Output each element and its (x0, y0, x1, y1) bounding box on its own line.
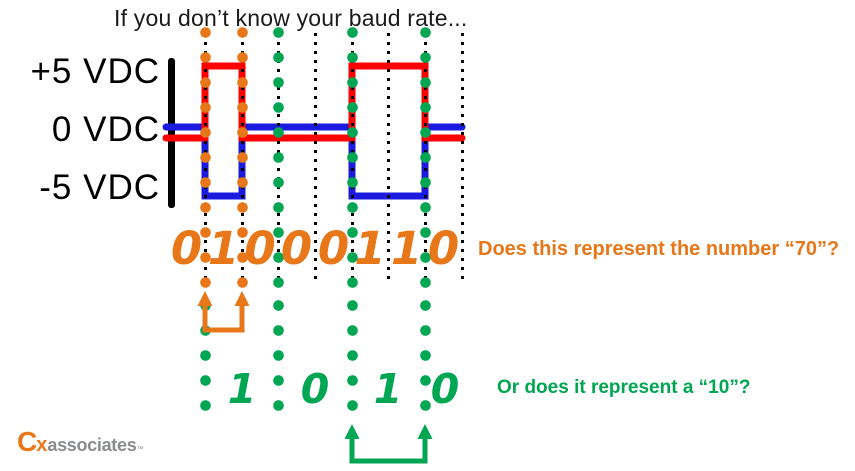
bit-digit: 0 (427, 222, 460, 275)
bit-digit: 1 (354, 222, 386, 275)
sample-dot-column-green-lower (419, 293, 431, 418)
bit-digit: 1 (227, 365, 257, 413)
logo-name-text: associates (47, 435, 137, 455)
sample-dot-column-green (419, 20, 431, 295)
axis-label-minus5vdc: -5 VDC (39, 168, 160, 207)
sample-dot-column-green (346, 20, 358, 295)
slide-title: If you don’t know your baud rate... (114, 5, 468, 31)
sample-line (460, 33, 464, 283)
green-question: Or does it represent a “10”? (497, 377, 751, 398)
bit-digit: 0 (170, 222, 203, 275)
green-bit-width-bracket (344, 424, 433, 464)
axis-label-plus5vdc: +5 VDC (30, 52, 160, 91)
orange-question: Does this represent the number “70”? (478, 238, 840, 260)
bit-digit: 0 (300, 365, 330, 413)
sample-dot-column-orange (199, 20, 211, 295)
sample-dot-column-green-lower (346, 293, 358, 418)
bit-digit: 0 (430, 365, 460, 413)
logo-letter-c: C (17, 426, 38, 457)
axis-label-0vdc: 0 VDC (51, 110, 160, 149)
sample-dot-column-orange (236, 20, 248, 295)
bit-digit: 1 (390, 222, 423, 275)
bit-digit: 1 (207, 222, 240, 275)
sample-dot-column-green-lower (272, 293, 284, 418)
logo-letter-x: x (36, 434, 48, 456)
orange-bit-width-bracket (197, 291, 250, 333)
bit-digit: 0 (280, 222, 313, 275)
sample-line (386, 33, 390, 283)
bit-digit: 1 (373, 365, 403, 413)
sample-dot-column-green (272, 20, 284, 295)
bit-digit: 0 (244, 222, 276, 275)
bit-digit: 0 (317, 222, 350, 275)
voltage-axis-bar (168, 58, 175, 208)
logo-trademark: ™ (136, 446, 144, 453)
sample-dot-column-green-lower (199, 293, 211, 418)
sample-line (313, 33, 317, 283)
